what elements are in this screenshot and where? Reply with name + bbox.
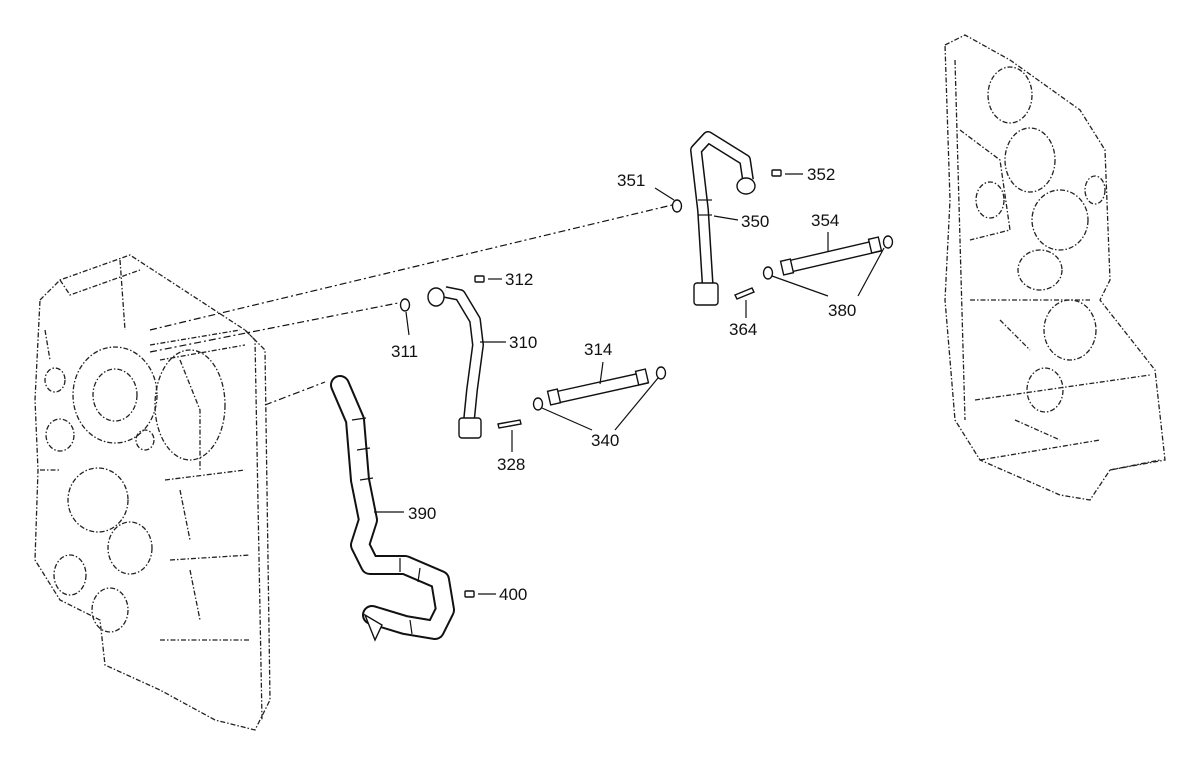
o-ring-380-left <box>762 266 774 280</box>
callout-351: 351 <box>617 171 645 190</box>
tube-354 <box>779 236 883 276</box>
callout-310: 310 <box>509 333 537 352</box>
callout-350: 350 <box>741 212 769 231</box>
o-ring-340-left <box>532 397 544 411</box>
callout-328: 328 <box>497 455 525 474</box>
pipe-310 <box>427 286 484 439</box>
callout-312: 312 <box>505 270 533 289</box>
callout-352: 352 <box>807 165 835 184</box>
callout-311: 311 <box>391 342 418 361</box>
bolt-312 <box>474 275 485 283</box>
bolt-328 <box>497 419 522 429</box>
leader-lines <box>374 173 885 595</box>
o-ring-340-right <box>655 366 667 380</box>
left-housing <box>34 254 271 731</box>
assembly-lines <box>149 204 673 406</box>
pipe-350 <box>690 131 756 306</box>
tube-314 <box>546 368 650 406</box>
callout-364: 364 <box>729 320 757 339</box>
o-ring-351 <box>671 199 683 213</box>
callout-400: 400 <box>499 585 527 604</box>
bolt-352 <box>771 169 782 177</box>
o-ring-380-right <box>882 235 894 249</box>
callout-354: 354 <box>811 211 839 230</box>
callout-314: 314 <box>584 340 612 359</box>
bolt-400 <box>464 590 475 598</box>
callout-labels: 351 350 352 354 364 380 312 311 310 314 … <box>391 165 856 604</box>
callout-340: 340 <box>591 431 619 450</box>
callout-390: 390 <box>408 504 436 523</box>
hose-390 <box>330 375 455 642</box>
callout-380: 380 <box>828 301 856 320</box>
o-ring-311 <box>399 298 411 312</box>
bolt-364 <box>734 287 755 300</box>
right-housing-cover <box>944 34 1166 501</box>
